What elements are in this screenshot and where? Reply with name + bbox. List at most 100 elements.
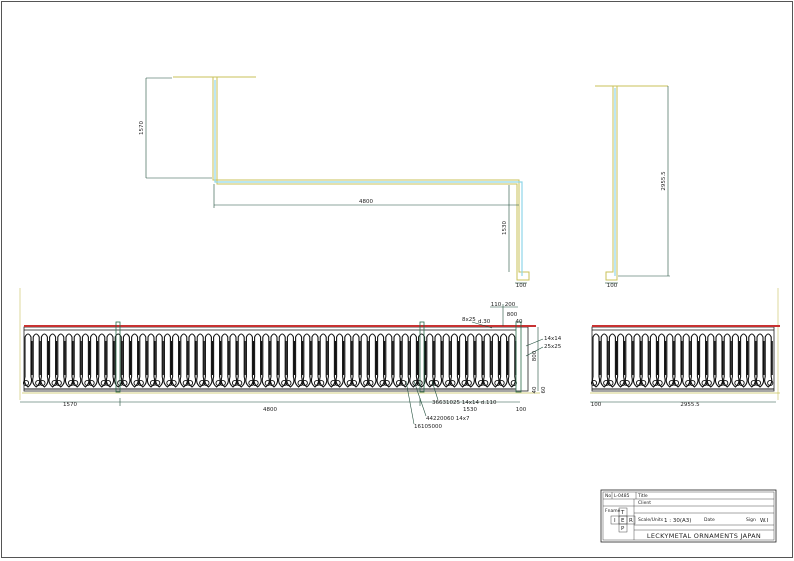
baluster-bar bbox=[162, 341, 164, 375]
tb-date-label: Date bbox=[704, 517, 715, 523]
baluster-bar bbox=[474, 341, 476, 375]
baluster-bar bbox=[195, 341, 197, 375]
baluster-bar bbox=[507, 341, 509, 375]
baluster bbox=[245, 333, 254, 388]
callout-16105000: 16105000 bbox=[414, 424, 442, 430]
label-25x25: 25x25 bbox=[544, 344, 562, 350]
baluster bbox=[81, 333, 90, 388]
baluster-bar bbox=[121, 341, 123, 375]
baluster bbox=[327, 333, 336, 388]
baluster-bar bbox=[334, 341, 336, 375]
balusters-main bbox=[22, 329, 517, 390]
callout-36631025: 36631025 14x14 d.110 bbox=[432, 400, 497, 406]
baluster bbox=[40, 333, 49, 388]
plan-cyan-outline bbox=[214, 80, 523, 276]
baluster-bar bbox=[72, 341, 74, 375]
baluster bbox=[507, 333, 516, 388]
elev-dim-100: 100 bbox=[516, 407, 527, 413]
baluster bbox=[764, 333, 773, 388]
baluster-scroll bbox=[252, 379, 259, 387]
plan-dim-1570: 1570 bbox=[139, 121, 145, 135]
elev-dim-1570: 1570 bbox=[63, 402, 77, 408]
baluster bbox=[56, 333, 65, 388]
tb-scale-value: 1 : 30(A3) bbox=[664, 518, 691, 524]
baluster bbox=[474, 333, 484, 388]
baluster-scroll bbox=[170, 379, 177, 387]
baluster bbox=[698, 333, 707, 388]
baluster bbox=[204, 333, 213, 388]
baluster bbox=[731, 333, 740, 388]
baluster-bar bbox=[64, 341, 66, 375]
baluster-bar bbox=[179, 341, 181, 375]
baluster bbox=[665, 333, 674, 388]
baluster-bar bbox=[433, 341, 435, 375]
baluster-bar bbox=[105, 341, 107, 375]
baluster bbox=[89, 333, 98, 388]
baluster bbox=[122, 333, 131, 388]
baluster bbox=[690, 333, 699, 388]
baluster-scroll bbox=[656, 379, 663, 387]
post-left bbox=[115, 321, 121, 393]
baluster-bar bbox=[607, 341, 609, 375]
baluster-bar bbox=[146, 341, 148, 375]
baluster bbox=[433, 333, 443, 388]
baluster-scroll bbox=[722, 379, 729, 387]
baluster-bar bbox=[640, 341, 642, 375]
baluster bbox=[657, 333, 666, 388]
baluster-bar bbox=[252, 341, 254, 375]
baluster-scroll bbox=[72, 379, 79, 387]
baluster-bar bbox=[706, 341, 708, 375]
baluster bbox=[220, 333, 229, 388]
baluster bbox=[64, 333, 74, 388]
baluster-bar bbox=[730, 341, 732, 375]
baluster-bar bbox=[261, 341, 263, 375]
baluster bbox=[499, 333, 508, 388]
baluster bbox=[641, 333, 650, 388]
baluster bbox=[286, 333, 295, 388]
tb-letter-t: T bbox=[620, 510, 625, 516]
baluster-scroll bbox=[672, 379, 680, 387]
baluster-bar bbox=[384, 341, 386, 375]
right-dim-60: 60 bbox=[541, 386, 547, 393]
callout-44220060: 44220060 14x7 bbox=[426, 416, 470, 422]
baluster bbox=[425, 333, 434, 388]
tb-no-label: No bbox=[605, 493, 611, 499]
baluster bbox=[196, 333, 205, 388]
tb-title-label: Title bbox=[637, 493, 648, 499]
elev-dim-1530: 1530 bbox=[463, 407, 477, 413]
dim-200: 200 bbox=[505, 302, 516, 308]
label-d30: d.30 bbox=[478, 319, 491, 325]
baluster bbox=[228, 333, 238, 388]
dim-110: 110 bbox=[491, 302, 502, 308]
baluster bbox=[624, 333, 633, 388]
baluster-scroll bbox=[154, 379, 161, 387]
baluster-bar bbox=[425, 341, 427, 375]
baluster-bar bbox=[747, 341, 749, 375]
baluster-scroll bbox=[203, 379, 210, 387]
plan-yellow-outline bbox=[173, 76, 530, 281]
baluster-scroll bbox=[705, 379, 712, 387]
baluster-scroll bbox=[39, 379, 46, 387]
baluster-bar bbox=[722, 341, 724, 375]
baluster bbox=[714, 333, 724, 388]
baluster bbox=[632, 333, 642, 388]
baluster-scroll bbox=[623, 379, 630, 387]
baluster bbox=[269, 333, 279, 388]
baluster-scroll bbox=[104, 379, 112, 387]
tb-sign-value: W.I bbox=[760, 518, 769, 524]
baluster-bar bbox=[359, 341, 361, 375]
baluster-bar bbox=[269, 341, 271, 375]
baluster-scroll bbox=[318, 379, 325, 387]
baluster-bar bbox=[375, 341, 377, 375]
baluster-bar bbox=[80, 341, 82, 375]
baluster-scroll bbox=[590, 379, 598, 387]
baluster bbox=[138, 333, 147, 388]
baluster-bar bbox=[326, 341, 328, 375]
label-14x14: 14x14 bbox=[544, 336, 562, 342]
baluster-bar bbox=[367, 341, 369, 375]
tb-client-label: Client bbox=[638, 500, 651, 506]
baluster bbox=[723, 333, 732, 388]
baluster-scroll bbox=[738, 379, 745, 387]
